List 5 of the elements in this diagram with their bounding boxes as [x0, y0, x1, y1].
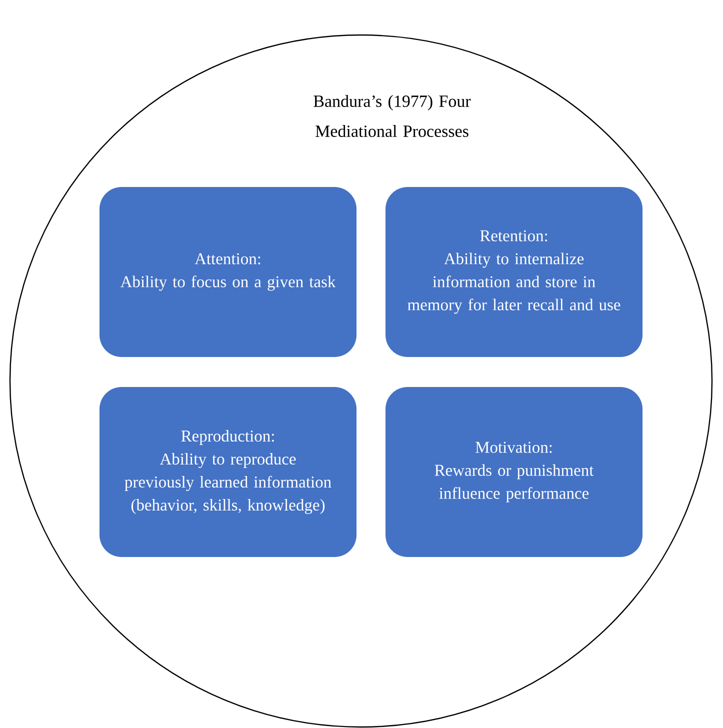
heading: Bandura’s (1977) Four Mediational Processes — [314, 95, 471, 137]
process-box: Attention: Ability to focus on a given task — [100, 187, 356, 357]
process-box: Motivation: Rewards or punishment influence performance — [386, 387, 642, 557]
process-box: Retention: Ability to internalize information and store in memory for later recall and use — [386, 187, 642, 357]
process-box: Reproduction: Ability to reproduce previously learned information (behavior, skills, knowledge) — [100, 387, 356, 557]
